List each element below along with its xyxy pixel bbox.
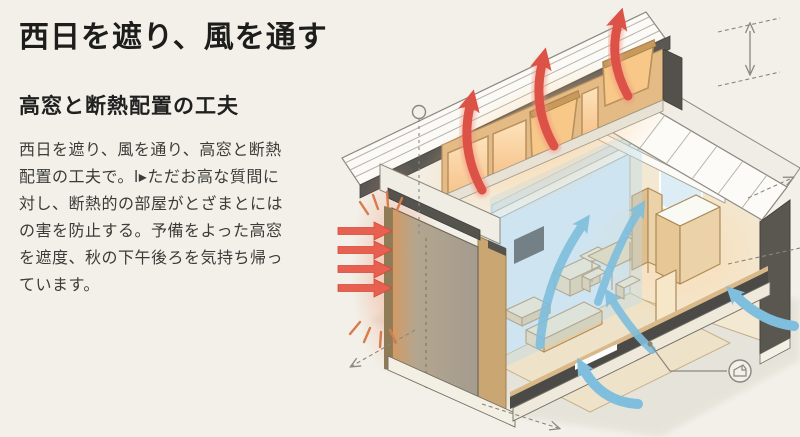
vent-callout bbox=[647, 341, 752, 383]
annotations bbox=[352, 17, 800, 428]
clerestory-house-icon bbox=[733, 364, 747, 377]
body-text: 西日を遮り、風を通り、高窓と断熱配置の工夫で。ⅼ▸ただお高な質間に対し、断熱的の… bbox=[19, 142, 284, 294]
airflow-arrow-side-entry bbox=[726, 286, 799, 331]
west-sun-arrows bbox=[331, 190, 404, 349]
height-dimension bbox=[717, 17, 781, 87]
house-cutaway-illustration bbox=[331, 7, 800, 437]
sun-ray-ticks bbox=[348, 190, 404, 349]
clerestory-end-cap bbox=[662, 48, 683, 111]
airflow-arrow-interior bbox=[604, 288, 656, 354]
node-marker bbox=[411, 104, 427, 236]
tv-screen bbox=[514, 226, 544, 264]
axis-arrow-right bbox=[747, 178, 792, 199]
west-wall-cap bbox=[387, 187, 481, 241]
slab-right-face bbox=[512, 281, 771, 422]
gable-end-base bbox=[759, 337, 791, 365]
wall-layer-insulation bbox=[477, 235, 507, 417]
kitchen-units bbox=[631, 187, 721, 331]
section-subtitle: 高窓と断熱配置の工夫 bbox=[19, 95, 239, 118]
slab-left-face bbox=[387, 355, 516, 428]
page-title: 西日を遮り、風を通す bbox=[19, 21, 328, 54]
axis-arrow-front bbox=[481, 403, 558, 428]
wall-layer-dark bbox=[488, 240, 506, 256]
heat-exhaust-arrows bbox=[458, 7, 636, 198]
airflow-arrow-interior bbox=[594, 200, 646, 306]
article-panel: 西日を遮り、風を通す 高窓と断熱配置の工夫 西日を遮り、風を通り、高窓と断熱配置… bbox=[19, 6, 341, 299]
axis-line-right-lower bbox=[727, 247, 800, 265]
airflow-arrow-interior bbox=[535, 214, 590, 350]
airflow-arrows bbox=[535, 200, 799, 409]
airflow-arrow-vent-entry bbox=[577, 357, 643, 409]
axis-arrow-left bbox=[352, 329, 416, 366]
